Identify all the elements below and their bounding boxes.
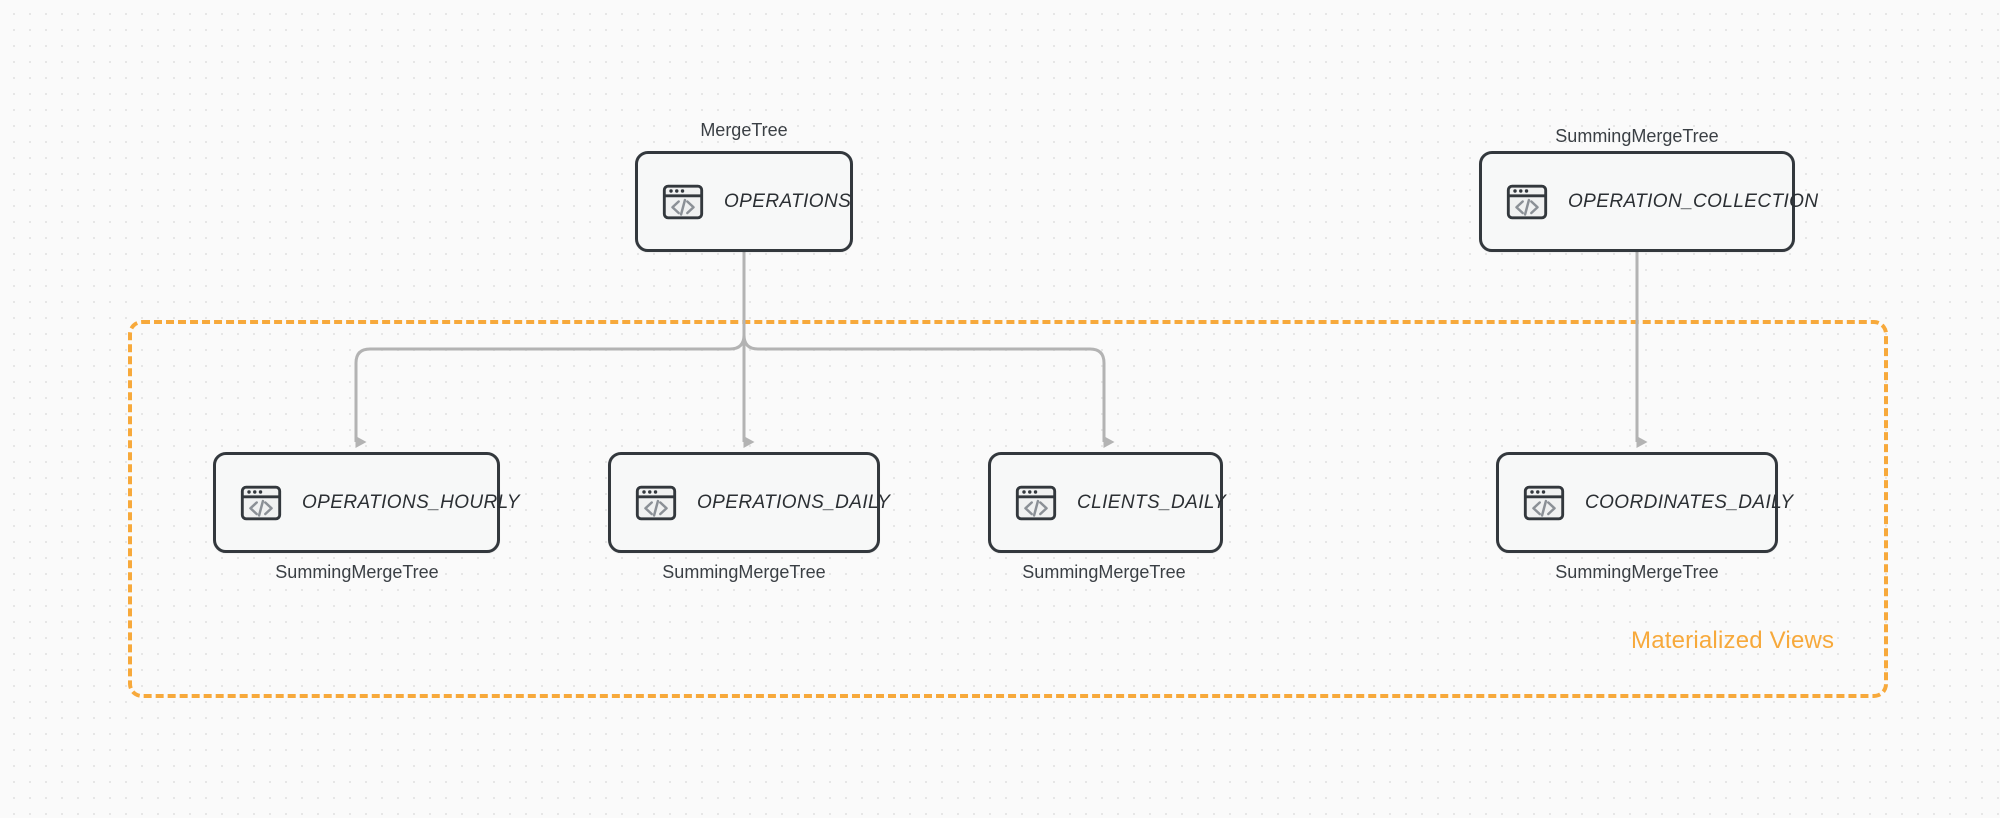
node-operations[interactable]: OPERATIONS [635, 151, 853, 252]
engine-label-operations-hourly: SummingMergeTree [275, 562, 439, 582]
code-window-icon [1015, 485, 1057, 520]
node-label-clients-daily: CLIENTS_DAILY [1077, 491, 1227, 513]
node-label-coordinates-daily: COORDINATES_DAILY [1585, 491, 1794, 513]
code-window-icon [240, 485, 282, 520]
node-operation-collection[interactable]: OPERATION_COLLECTION [1479, 151, 1818, 252]
node-operations-daily[interactable]: OPERATIONS_DAILY [608, 452, 890, 553]
node-label-operation-collection: OPERATION_COLLECTION [1568, 190, 1819, 212]
engine-label-operations: MergeTree [700, 120, 788, 140]
node-coordinates-daily[interactable]: COORDINATES_DAILY [1496, 452, 1793, 553]
code-window-icon [1523, 485, 1565, 520]
node-label-operations: OPERATIONS [724, 190, 852, 212]
node-label-operations-daily: OPERATIONS_DAILY [697, 491, 891, 513]
materialized-views-group-label: Materialized Views [1631, 627, 1835, 654]
code-window-icon [635, 485, 677, 520]
engine-label-operations-daily: SummingMergeTree [662, 562, 826, 582]
code-window-icon [1506, 184, 1548, 219]
node-operations-hourly[interactable]: OPERATIONS_HOURLY [213, 452, 520, 553]
engine-label-clients-daily: SummingMergeTree [1022, 562, 1186, 582]
engine-label-operation-collection: SummingMergeTree [1555, 126, 1719, 146]
engine-label-coordinates-daily: SummingMergeTree [1555, 562, 1719, 582]
code-window-icon [662, 184, 704, 219]
node-label-operations-hourly: OPERATIONS_HOURLY [302, 491, 520, 513]
node-clients-daily[interactable]: CLIENTS_DAILY [988, 452, 1227, 553]
